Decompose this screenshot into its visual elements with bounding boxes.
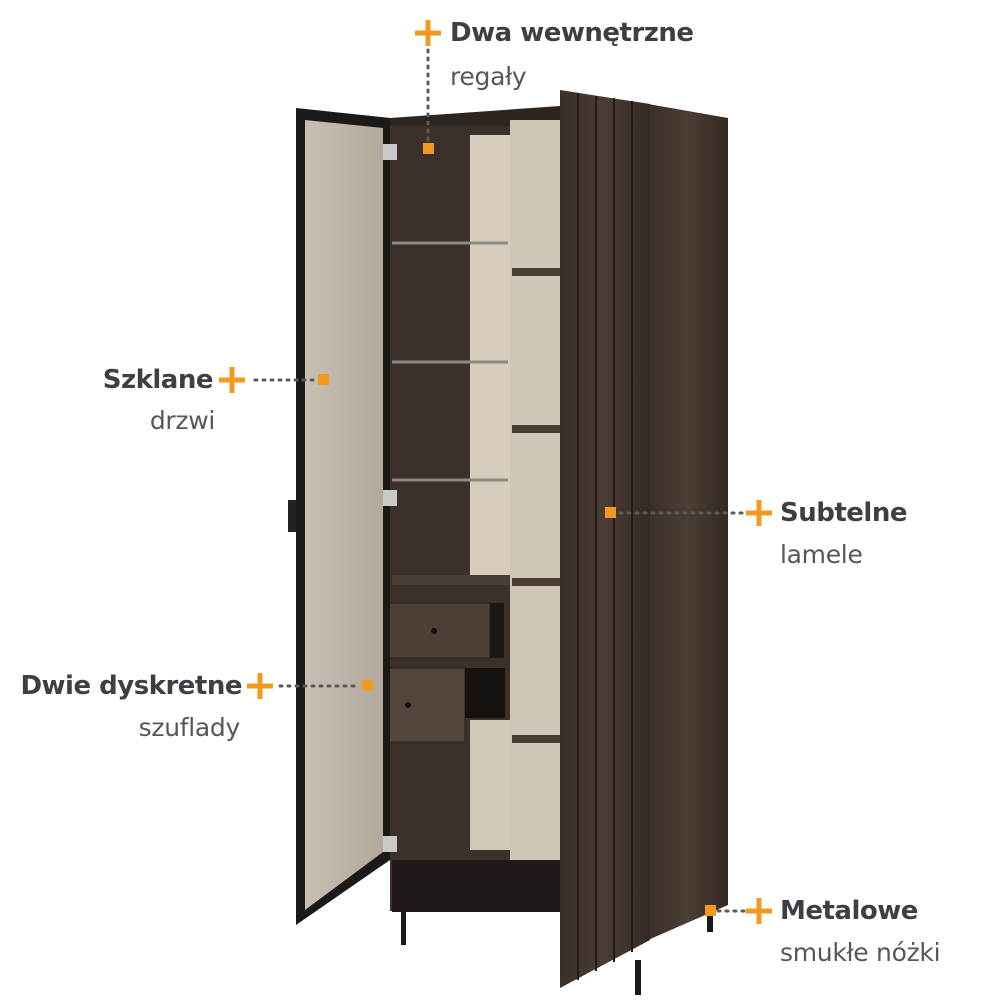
- legs-title: Metalowe: [780, 896, 918, 926]
- plus-icons: [219, 20, 772, 924]
- glass-door-title: Szklane: [102, 365, 214, 395]
- drawers-title: Dwie dyskretne: [20, 671, 242, 701]
- hotspot-markers: [318, 143, 716, 916]
- slats-subtitle: lamele: [780, 540, 863, 569]
- drawers-subtitle: szuflady: [138, 713, 241, 742]
- glass-shelves: [392, 241, 508, 482]
- door-handle: [288, 500, 296, 532]
- glass-door-subtitle: drzwi: [149, 406, 215, 435]
- leader-lines: [253, 48, 747, 913]
- hinges: [383, 144, 397, 852]
- slats-title: Subtelne: [780, 498, 907, 528]
- side-panel: [648, 104, 728, 940]
- slatted-door: [560, 90, 650, 988]
- shelves-subtitle: regały: [450, 62, 527, 91]
- metal-legs: [401, 905, 713, 995]
- side-compartment: [510, 120, 562, 910]
- legs-subtitle: smukłe nóżki: [780, 938, 941, 967]
- shelves-title: Dwa wewnętrzne: [450, 18, 694, 48]
